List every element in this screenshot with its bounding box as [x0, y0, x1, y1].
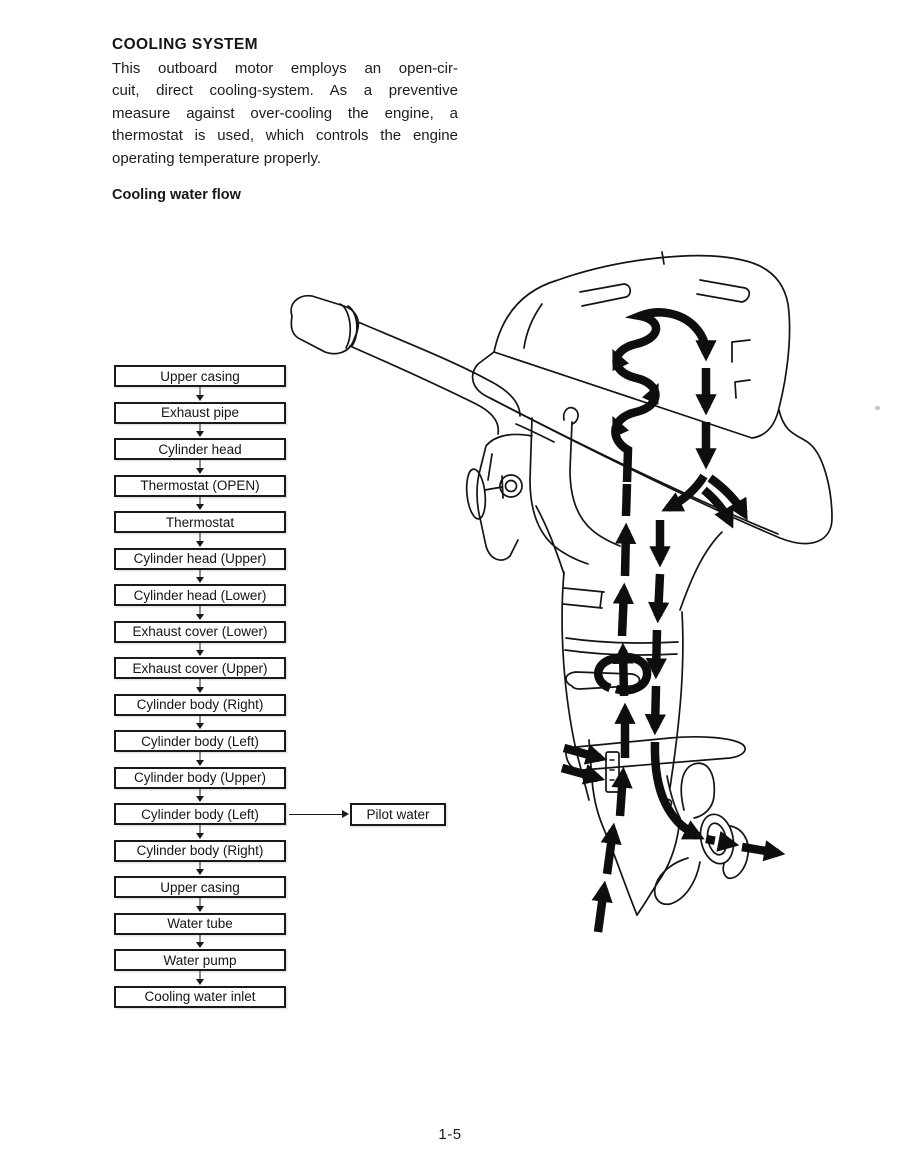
intro-line: measure against over-cooling the engine,… — [112, 104, 458, 122]
down-arrow-connector — [114, 424, 286, 439]
intro-line: cuit, direct cooling-system. As a preven… — [112, 82, 458, 100]
down-arrow-connector — [114, 752, 286, 767]
motor-outline — [290, 251, 833, 916]
flow-step: Thermostat — [114, 511, 286, 533]
flow-step: Exhaust cover (Upper) — [114, 657, 286, 679]
flow-step: Thermostat (OPEN) — [114, 474, 286, 497]
down-arrow-connector — [114, 570, 286, 585]
flow-step-pilot-source: Cylinder body (Left) — [114, 803, 286, 825]
down-arrow-connector — [114, 643, 286, 658]
down-arrow-connector — [114, 679, 286, 694]
section-heading: Cooling water flow — [112, 187, 241, 203]
down-arrow-connector — [114, 460, 286, 475]
outboard-motor-illustration — [290, 251, 833, 933]
flow-step-pilot-water: Pilot water — [350, 803, 446, 826]
down-arrow-connector — [114, 533, 286, 548]
flow-step: Cylinder head (Lower) — [114, 584, 286, 606]
intro-line: This outboard motor employs an open-cir- — [112, 60, 458, 77]
flow-step: Cylinder head — [114, 438, 286, 460]
flow-step: Cylinder body (Upper) — [114, 766, 286, 789]
flow-step: Exhaust pipe — [114, 401, 286, 424]
flow-step: Cylinder body (Right) — [114, 693, 286, 716]
down-arrow-connector — [114, 789, 286, 804]
down-arrow-connector — [114, 862, 286, 877]
down-arrow-connector — [114, 606, 286, 621]
down-arrow-connector — [114, 497, 286, 512]
down-arrow-connector — [114, 825, 286, 840]
pilot-water-branch-arrow — [289, 809, 349, 818]
down-arrow-connector — [114, 898, 286, 913]
flow-step: Water pump — [114, 949, 286, 971]
down-arrow-connector — [114, 716, 286, 731]
flow-step: Water tube — [114, 912, 286, 935]
coolant-flow-arrows — [560, 308, 786, 933]
serpentine-arrowheads — [612, 349, 659, 438]
cooling-flowchart: Upper casing Exhaust pipe Cylinder head … — [114, 365, 286, 1008]
intro-line: thermostat is used, which controls the e… — [112, 127, 458, 145]
flow-step: Upper casing — [114, 876, 286, 898]
flow-step: Cooling water inlet — [114, 985, 286, 1008]
down-arrow-connector — [114, 971, 286, 986]
page-number: 1-5 — [438, 1126, 462, 1143]
flow-step: Cylinder head (Upper) — [114, 547, 286, 570]
intro-paragraph: This outboard motor employs an open-cir-… — [112, 58, 458, 170]
flow-step: Upper casing — [114, 365, 286, 387]
page-title: COOLING SYSTEM — [112, 36, 258, 53]
down-arrow-connector — [114, 935, 286, 950]
down-arrow-connector — [114, 387, 286, 402]
flow-step: Cylinder body (Right) — [114, 839, 286, 862]
flow-step: Exhaust cover (Lower) — [114, 620, 286, 643]
scan-artifact-speck — [875, 406, 880, 410]
flow-step: Cylinder body (Left) — [114, 730, 286, 752]
intro-line: operating temperature properly. — [112, 149, 322, 167]
